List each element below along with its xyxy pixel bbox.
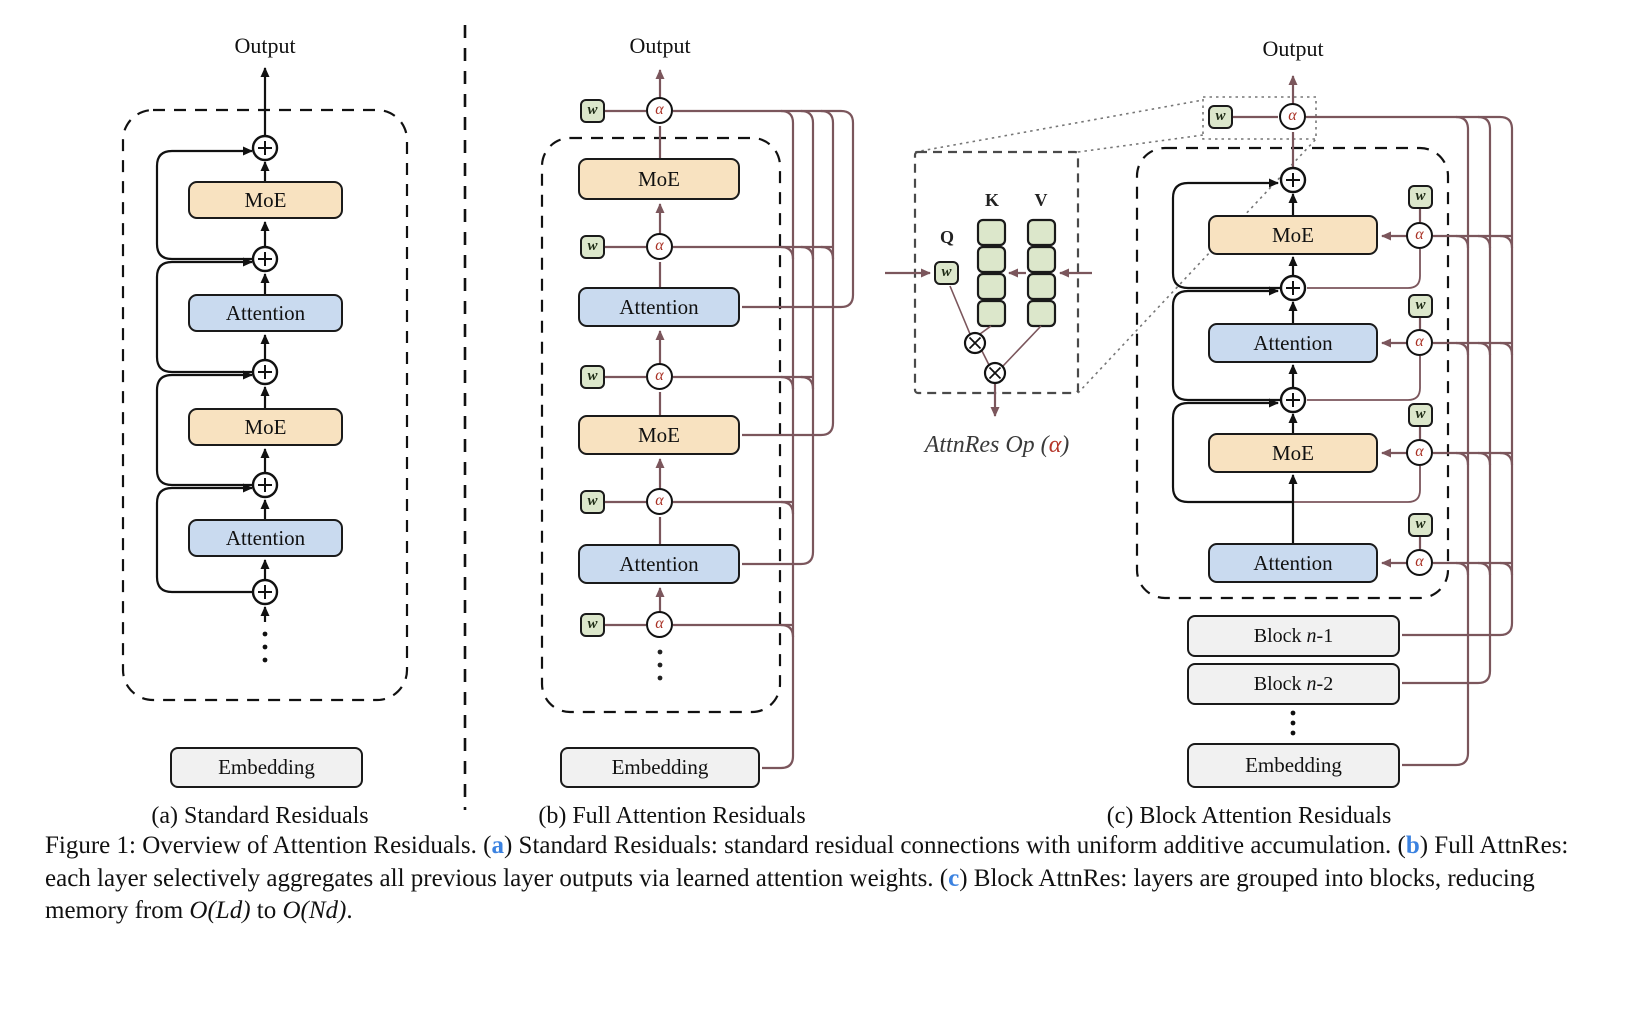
panel-a-embedding: Embedding [170,747,363,788]
skip-loop [1171,398,1293,504]
panel-b-moe-2: MoE [578,415,740,455]
v-cells [1026,218,1057,328]
weight-badge: w [580,613,605,637]
skip-loop [155,370,253,487]
attnres-op-node: α [646,97,673,124]
skip-loop [1171,178,1281,290]
block-label: Block [1253,672,1302,695]
panel-a-caption: (a) Standard Residuals [151,803,369,829]
panel-a-moe-2: MoE [188,408,343,446]
panel-c-block-n1: Block n-1 [1187,615,1400,657]
weight-badge: w [1408,185,1433,209]
caption-ref-b: b [1405,832,1420,859]
k-cells [976,218,1007,328]
panel-b-attention-2: Attention [578,544,740,584]
attnres-op-node: α [646,611,673,638]
vertical-dots-b [657,649,663,681]
panel-b-lines [540,69,855,770]
weight-badge: w [1408,513,1433,537]
panel-b-embedding: Embedding [560,747,760,788]
panel-c-block-n2: Block n-2 [1187,663,1400,705]
panel-b-attention-1: Attention [578,287,740,327]
q-label: Q [939,227,954,247]
op-label-alpha: α [1048,432,1062,458]
attnres-op-node: α [1406,222,1433,249]
caption-text: ) Block AttnRes: layers are grouped into… [45,864,1535,925]
rail-moe2 [742,123,835,437]
magnifier-dotted-line [1077,134,1204,153]
weight-badge: w [1408,403,1433,427]
panel-b-moe-1: MoE [578,158,740,200]
vertical-dots-a [262,631,268,663]
figure-caption: Figure 1: Overview of Attention Residual… [45,830,1579,928]
caption-math: O(Nd) [282,897,347,924]
attnres-op-node: α [1406,439,1433,466]
attnres-op-label: AttnRes Op (α) [887,432,1107,459]
skip-loop [155,146,253,261]
panel-c-embedding: Embedding [1187,743,1400,788]
query-weight-badge: w [934,261,959,285]
block-var: n [1306,672,1317,695]
attnres-op-node: α [1279,103,1306,130]
skip-loop [155,483,253,594]
multiply-nodes [963,331,1007,385]
panel-c-moe-2: MoE [1208,433,1378,473]
caption-ref-a: a [491,832,504,859]
caption-text: ) Full AttnRes: each layer selectively a… [45,832,1569,892]
plus-nodes-a [251,134,279,606]
block-label: Block [1253,624,1302,647]
panel-c-attention-2: Attention [1208,543,1378,583]
panel-a-attention-2: Attention [188,519,343,557]
attnres-op-node: α [1406,549,1433,576]
panel-c-moe-1: MoE [1208,215,1378,255]
rail-embedding-c [1402,129,1470,767]
weight-badge: w [580,365,605,389]
block-var: n [1306,624,1317,647]
panel-c-output-label: Output [1262,36,1324,61]
caption-ref-c: c [948,864,960,892]
attnres-op-node: α [646,233,673,260]
attnres-op-node: α [646,488,673,515]
skip-loop [155,257,253,374]
rail-block-n2 [1402,129,1492,685]
caption-text: ) Standard Residuals: standard residual … [503,832,1406,859]
caption-text: Figure 1: Overview of Attention Residual… [45,832,492,859]
block-suffix: -2 [1316,672,1334,695]
panel-c-caption: (c) Block Attention Residuals [1106,803,1392,829]
weight-badge: w [580,99,605,123]
weight-badge: w [1408,294,1433,318]
panel-a-moe-1: MoE [188,181,343,219]
panel-a-output-label: Output [234,33,296,58]
rail-attention2 [742,123,815,566]
weight-badge: w [580,490,605,514]
plus-nodes-c [1279,166,1307,414]
op-label-text: AttnRes Op ( [924,432,1049,458]
attnres-op-node: α [1406,329,1433,356]
block-suffix: -1 [1316,624,1334,647]
panel-c-lines [1135,75,1514,767]
caption-math: O(Ld) [189,897,251,924]
panel-b-output-label: Output [629,33,691,58]
caption-text: to [250,897,283,924]
weight-badge: w [580,235,605,259]
vertical-dots-c [1290,710,1296,736]
panel-c-attention-1: Attention [1208,323,1378,363]
op-label-text: ) [1061,432,1070,458]
magnifier-dotted-line [914,99,1204,153]
rail-embedding [762,123,795,770]
weight-badge: w [1208,105,1233,129]
caption-text: . [346,897,353,924]
attnres-op-inset [885,96,1317,417]
panel-a-lines [121,67,409,702]
skip-loop [1171,286,1281,402]
panel-b-caption: (b) Full Attention Residuals [538,803,806,829]
attnres-op-node: α [646,363,673,390]
v-label: V [1034,190,1048,210]
panel-a-attention-1: Attention [188,294,343,332]
k-label: K [984,190,999,210]
